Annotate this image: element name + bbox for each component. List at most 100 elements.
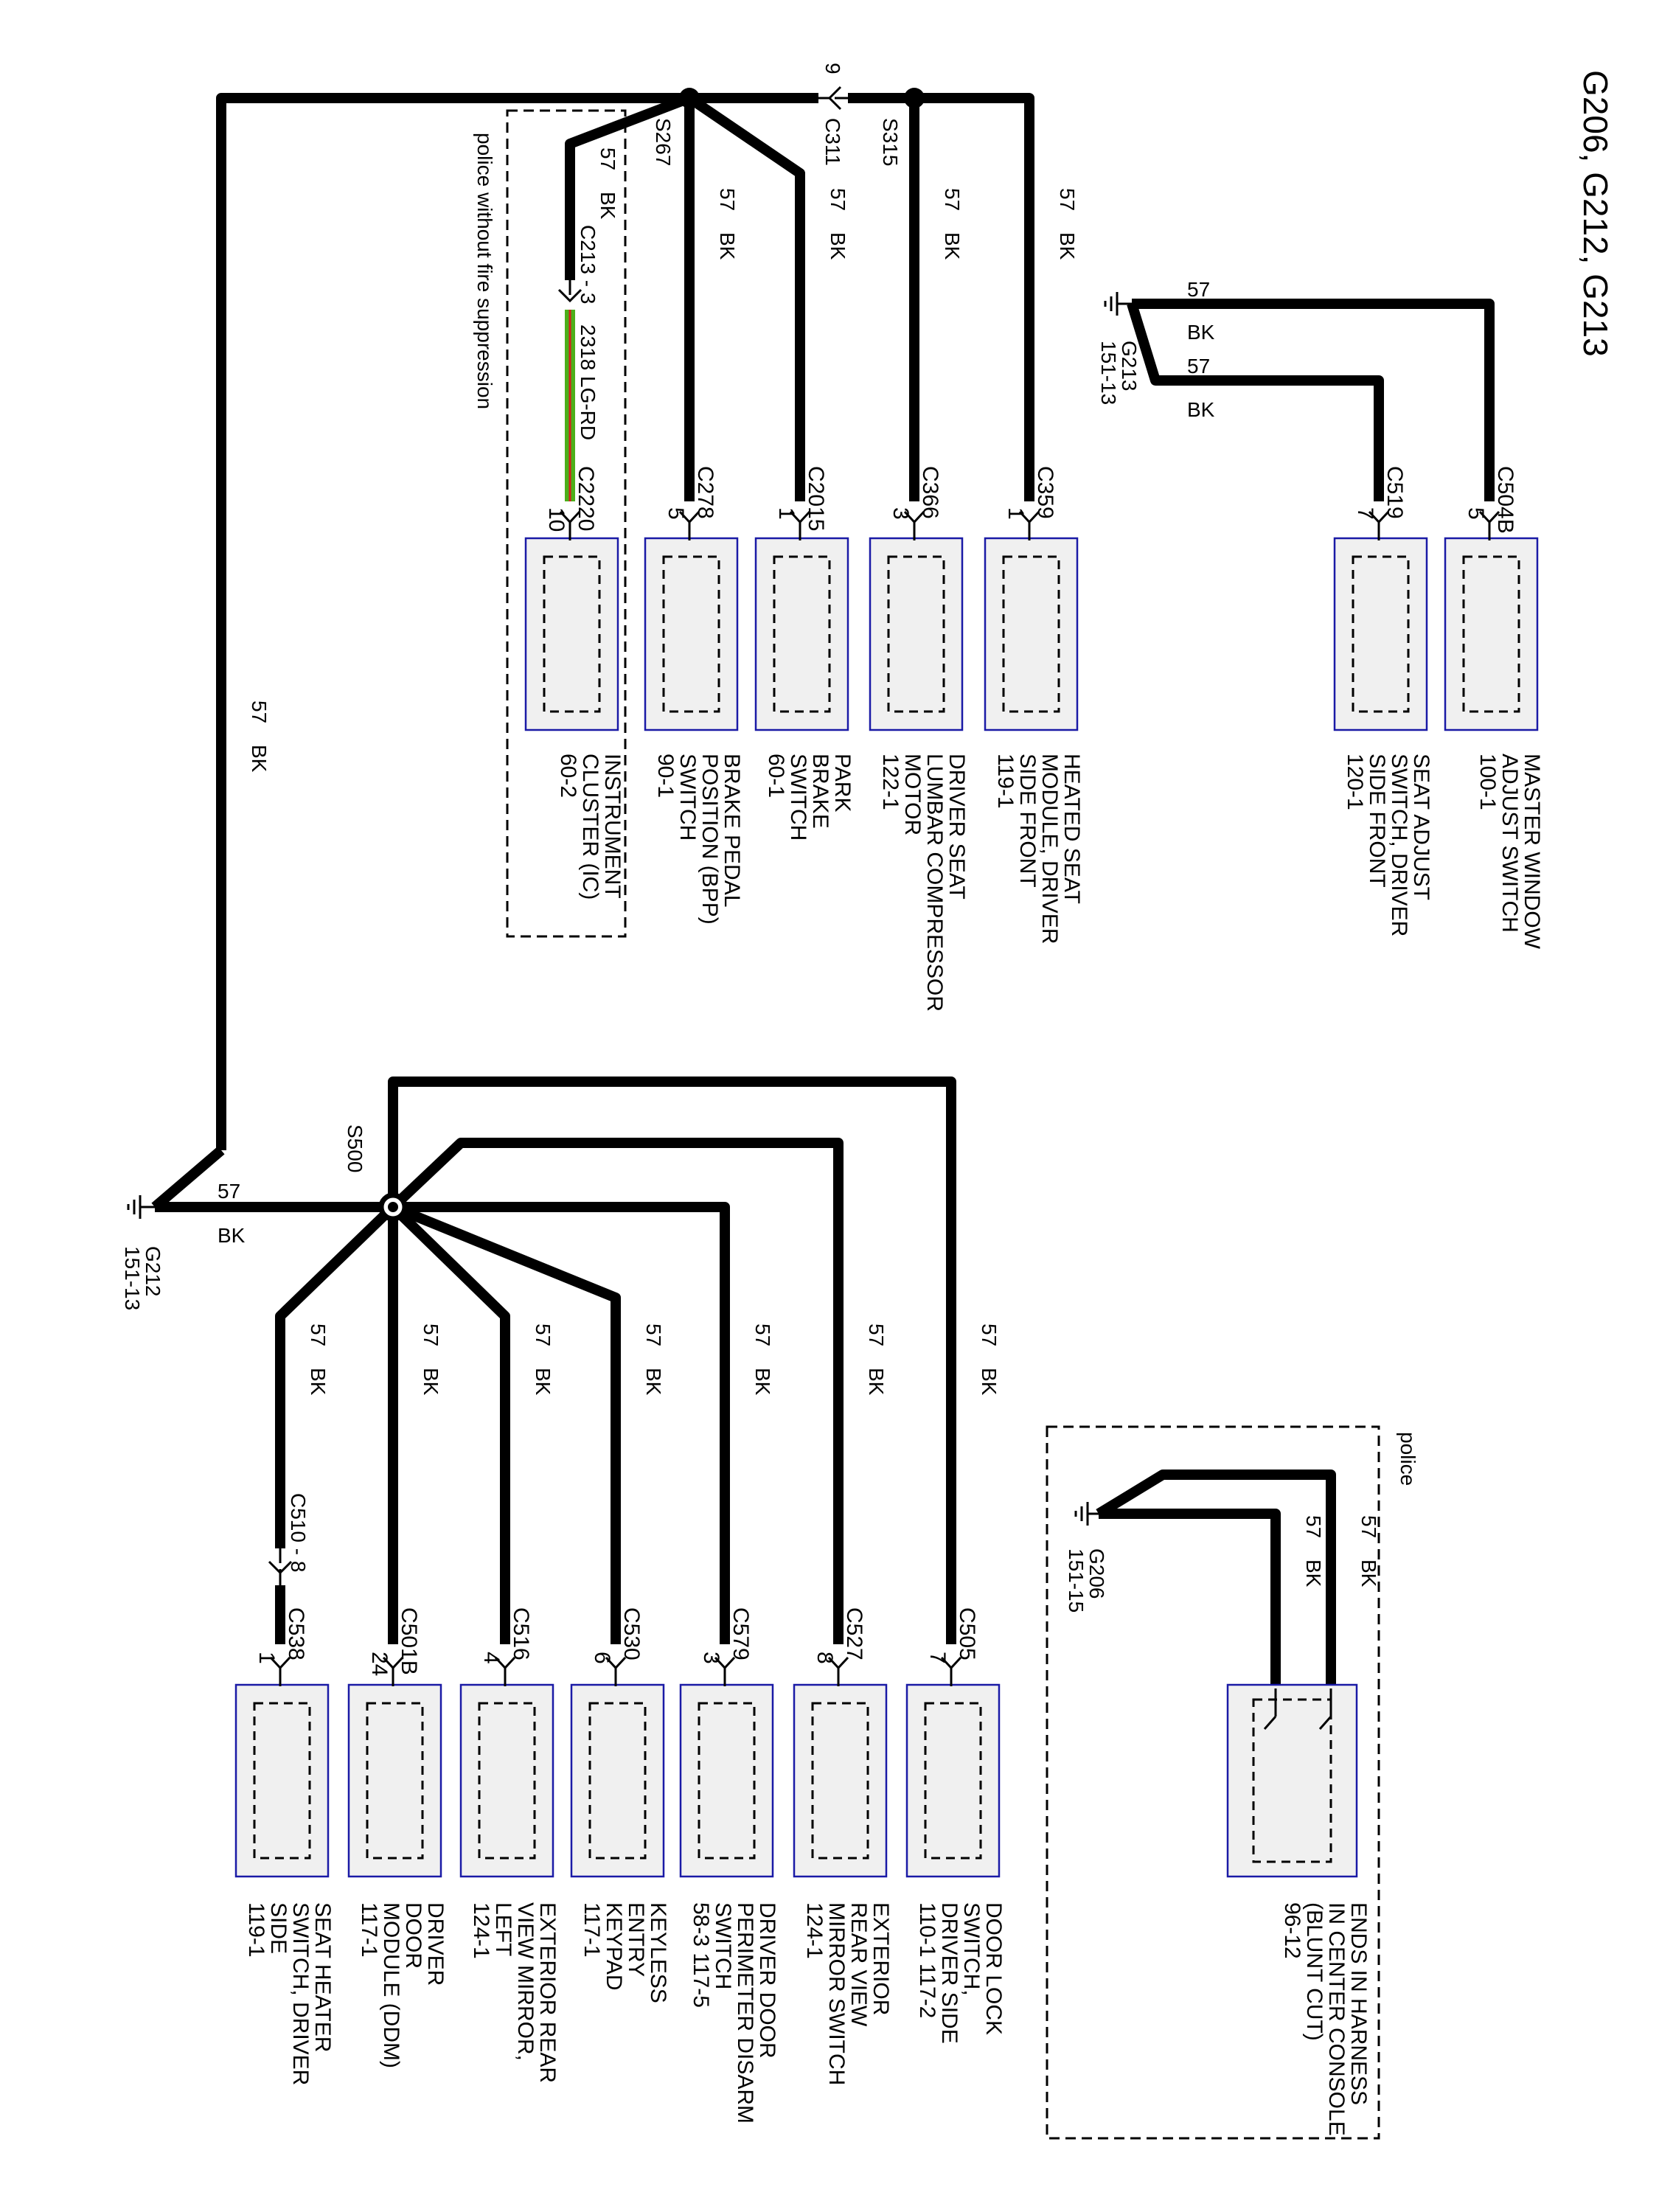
connector-label: C516 xyxy=(509,1607,533,1660)
wire-circuit-label: 57 xyxy=(532,1324,554,1346)
wire-g212-s500 xyxy=(151,1146,393,1212)
wire-color-label: BK xyxy=(941,232,964,260)
wire-color-label: BK xyxy=(716,232,739,260)
ground-g206-name: G206 xyxy=(1085,1548,1108,1599)
component-box xyxy=(570,1683,665,1878)
wire-color-label: BK xyxy=(642,1368,665,1396)
connector-label: C501B xyxy=(397,1607,421,1675)
component-name-line: MOTOR xyxy=(900,754,925,835)
component-name-line: SWITCH xyxy=(786,754,810,841)
wire-s267-c2015 xyxy=(686,94,805,501)
component-name-line: DRIVER xyxy=(423,1902,448,1986)
splice-s315 xyxy=(904,88,925,108)
connector-label: C530 xyxy=(619,1607,644,1660)
pin-label: 24 xyxy=(367,1652,392,1676)
component-name-line: MIRROR SWITCH xyxy=(824,1902,849,2085)
wire-circuit-label: 57 xyxy=(1302,1515,1325,1538)
component-inner xyxy=(698,1702,756,1860)
pin-label: 5 xyxy=(664,507,688,520)
connector-label: C2015 xyxy=(804,466,828,531)
component-name-line: KEYPAD xyxy=(602,1902,626,1991)
connector-c213-symbol xyxy=(557,279,582,310)
component-inner xyxy=(543,555,601,713)
pin-label: 10 xyxy=(544,507,568,532)
wire-color-label: BK xyxy=(827,232,849,260)
component-box xyxy=(905,1683,1001,1878)
component-name-line: ENTRY xyxy=(624,1902,648,1977)
wire-circuit-label: 57 xyxy=(716,188,739,211)
police-region xyxy=(1046,1425,1380,2140)
component-name-line: 117-1 xyxy=(580,1902,604,1958)
component-box xyxy=(984,537,1079,731)
component-inner xyxy=(811,1702,869,1860)
component-name-line: 124-1 xyxy=(802,1902,827,1959)
component-name-line: DOOR LOCK xyxy=(981,1902,1006,2035)
pin-label: 1 xyxy=(1004,507,1028,520)
connector-label: C2220 xyxy=(574,466,598,531)
component-name-line: VIEW MIRROR, xyxy=(513,1902,538,2061)
component-inner xyxy=(887,555,945,713)
component-box xyxy=(347,1683,442,1878)
component-box xyxy=(1444,537,1539,731)
wire-circuit-label: 57 xyxy=(865,1324,888,1346)
component-name-line: PARK xyxy=(830,754,855,812)
pin-label: 6 xyxy=(590,1652,614,1664)
component-inner xyxy=(253,1702,311,1860)
wire-circuit-label: 57 xyxy=(1187,355,1210,378)
ground-g212-name: G212 xyxy=(142,1246,164,1297)
wire-s267-c213 xyxy=(565,93,692,280)
harness-component-box xyxy=(1226,1683,1358,1878)
wire-color-label: BK xyxy=(978,1368,1001,1396)
ground-g213-name: G213 xyxy=(1118,341,1141,392)
component-box xyxy=(644,537,739,731)
component-name-line: MODULE, DRIVER xyxy=(1037,754,1062,944)
connector-c311-symbol xyxy=(817,86,848,111)
connector-label: C278 xyxy=(693,466,717,519)
connector-label: C519 xyxy=(1382,466,1407,519)
connector-label: C527 xyxy=(842,1607,866,1660)
wire-circuit-label: 57 xyxy=(642,1324,665,1346)
pin-label: 1 xyxy=(774,507,799,520)
component-name-line: SIDE FRONT xyxy=(1365,754,1389,888)
wire-s500-c530 xyxy=(391,1202,621,1644)
wire-color-label: BK xyxy=(865,1368,888,1396)
harness-name-line: (BLUNT CUT) xyxy=(1302,1902,1326,2041)
pin-label: 3 xyxy=(888,507,913,520)
component-box xyxy=(1333,537,1428,731)
wire-color-label: BK xyxy=(420,1368,442,1396)
component-box xyxy=(754,537,849,731)
component-name-line: CLUSTER (IC) xyxy=(578,754,602,900)
component-inner xyxy=(588,1702,647,1860)
ground-g206-icon xyxy=(1074,1502,1099,1526)
wire-s500-c579 xyxy=(393,1202,730,1644)
pin-label: 3 xyxy=(699,1652,723,1664)
component-name-line: 124-1 xyxy=(469,1902,493,1959)
component-box xyxy=(234,1683,330,1878)
diagram-title: G206, G212, G213 xyxy=(1576,70,1615,357)
pin-label: 7 xyxy=(925,1652,950,1664)
splice-s267-label: S267 xyxy=(652,118,675,166)
component-name-line: 60-1 xyxy=(764,754,788,798)
component-name-line: 122-1 xyxy=(878,754,902,810)
wire-circuit-label: 57 xyxy=(307,1324,330,1346)
component-box xyxy=(679,1683,774,1878)
component-name-line: 117-1 xyxy=(357,1902,381,1958)
connector-label: C366 xyxy=(918,466,942,519)
connector-c311-pin: 9 xyxy=(821,63,844,74)
component-name-line: SIDE FRONT xyxy=(1015,754,1040,888)
component-name-line: EXTERIOR REAR xyxy=(535,1902,560,2083)
splice-s500-dot xyxy=(388,1202,398,1212)
wire-g206-harness-a xyxy=(1096,1470,1336,1688)
wire-color-label: BK xyxy=(248,745,271,773)
wire-color-label: BK xyxy=(597,192,619,220)
wire-color-label: BK xyxy=(532,1368,554,1396)
wire-color-label: BK xyxy=(1056,232,1079,260)
connector-label: C579 xyxy=(728,1607,753,1660)
component-name-line: SEAT ADJUST xyxy=(1409,754,1433,900)
